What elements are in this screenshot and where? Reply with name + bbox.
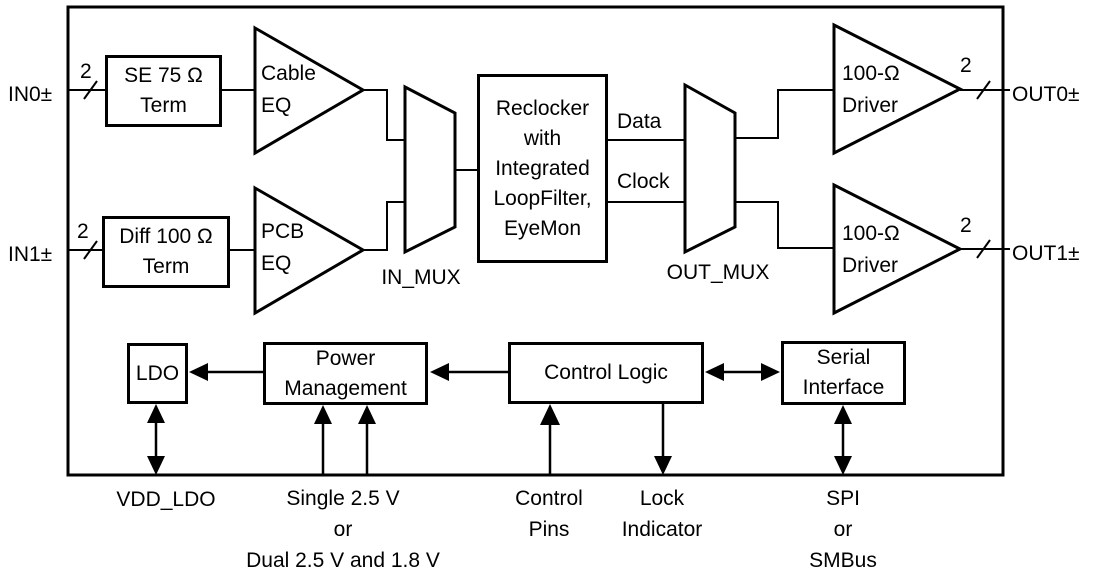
- in-mux-shape: [403, 84, 457, 255]
- driver-top-triangle: [832, 22, 964, 156]
- bus-slash-in1: [83, 240, 98, 260]
- arrowhead-ldo-up: [147, 404, 165, 423]
- pcb-eq-triangle: [253, 185, 366, 316]
- pin-label-serial-bus: SPI or SMBus: [809, 487, 877, 572]
- driver-bottom-triangle: [832, 182, 964, 316]
- arrowhead-ldo-down: [147, 456, 165, 475]
- chip-outline: [66, 5, 1005, 477]
- bus-width-out0: 2: [960, 54, 972, 77]
- label-clock: Clock: [617, 170, 670, 193]
- label-pcb-eq: PCB EQ: [261, 220, 305, 275]
- pin-label-lock-indicator: Lock Indicator: [621, 487, 703, 541]
- port-label-in1: IN1±: [8, 243, 53, 266]
- arrow-heads: [147, 363, 852, 475]
- wire-pcbeq-to-inmux: [363, 201, 405, 251]
- wires: [68, 89, 1010, 251]
- port-label-out1: OUT1±: [1012, 242, 1080, 265]
- wire-outmux-to-driver-bottom: [735, 201, 834, 249]
- pin-label-control-pins: Control Pins: [515, 487, 583, 541]
- wire-cableeq-to-inmux: [363, 89, 405, 141]
- bus-slashes: [83, 80, 991, 260]
- bus-slash-out0: [976, 80, 991, 100]
- arrowhead-into-pm: [430, 363, 449, 381]
- arrowhead-serial-down: [834, 456, 852, 475]
- arrowhead-lock-down: [654, 456, 672, 475]
- block-serial-interface: Serial Interface: [781, 341, 906, 405]
- port-label-out0: OUT0±: [1012, 83, 1080, 106]
- arrowhead-into-si: [761, 363, 780, 381]
- out-mux-shape: [683, 82, 737, 255]
- label-cable-eq: Cable EQ: [261, 62, 316, 117]
- arrowhead-supply-1-up: [314, 405, 332, 424]
- arrowhead-control-pins-up: [540, 404, 560, 425]
- label-in-mux: IN_MUX: [381, 266, 461, 289]
- block-control-logic: Control Logic: [508, 342, 704, 404]
- label-driver-top: 100-Ω Driver: [842, 62, 900, 117]
- block-diff-term: Diff 100 Ω Term: [102, 216, 230, 288]
- label-out-mux: OUT_MUX: [666, 261, 770, 284]
- block-reclocker: Reclocker with Integrated LoopFilter, Ey…: [477, 74, 608, 263]
- arrowhead-supply-2-up: [358, 405, 376, 424]
- block-power-management: Power Management: [263, 342, 428, 405]
- arrow-stems: [154, 370, 845, 474]
- block-se-term: SE 75 Ω Term: [105, 55, 222, 127]
- label-driver-bottom: 100-Ω Driver: [842, 222, 900, 277]
- arrowhead-into-ldo: [189, 363, 208, 381]
- bus-slash-out1: [976, 239, 991, 259]
- label-data: Data: [617, 110, 662, 133]
- shapes: [253, 22, 964, 316]
- port-label-in0: IN0±: [8, 83, 53, 106]
- pin-label-supply: Single 2.5 V or Dual 2.5 V and 1.8 V: [246, 487, 440, 572]
- arrowhead-serial-up: [834, 405, 852, 424]
- bus-slash-in0: [83, 80, 98, 100]
- cable-eq-triangle: [253, 25, 366, 156]
- block-ldo: LDO: [127, 343, 188, 404]
- bus-width-out1: 2: [960, 214, 972, 237]
- pin-label-vdd-ldo: VDD_LDO: [116, 488, 216, 511]
- bus-width-in1: 2: [77, 220, 89, 243]
- wire-outmux-to-driver-top: [735, 89, 834, 139]
- bus-width-in0: 2: [80, 60, 92, 83]
- arrowhead-into-cl: [705, 363, 724, 381]
